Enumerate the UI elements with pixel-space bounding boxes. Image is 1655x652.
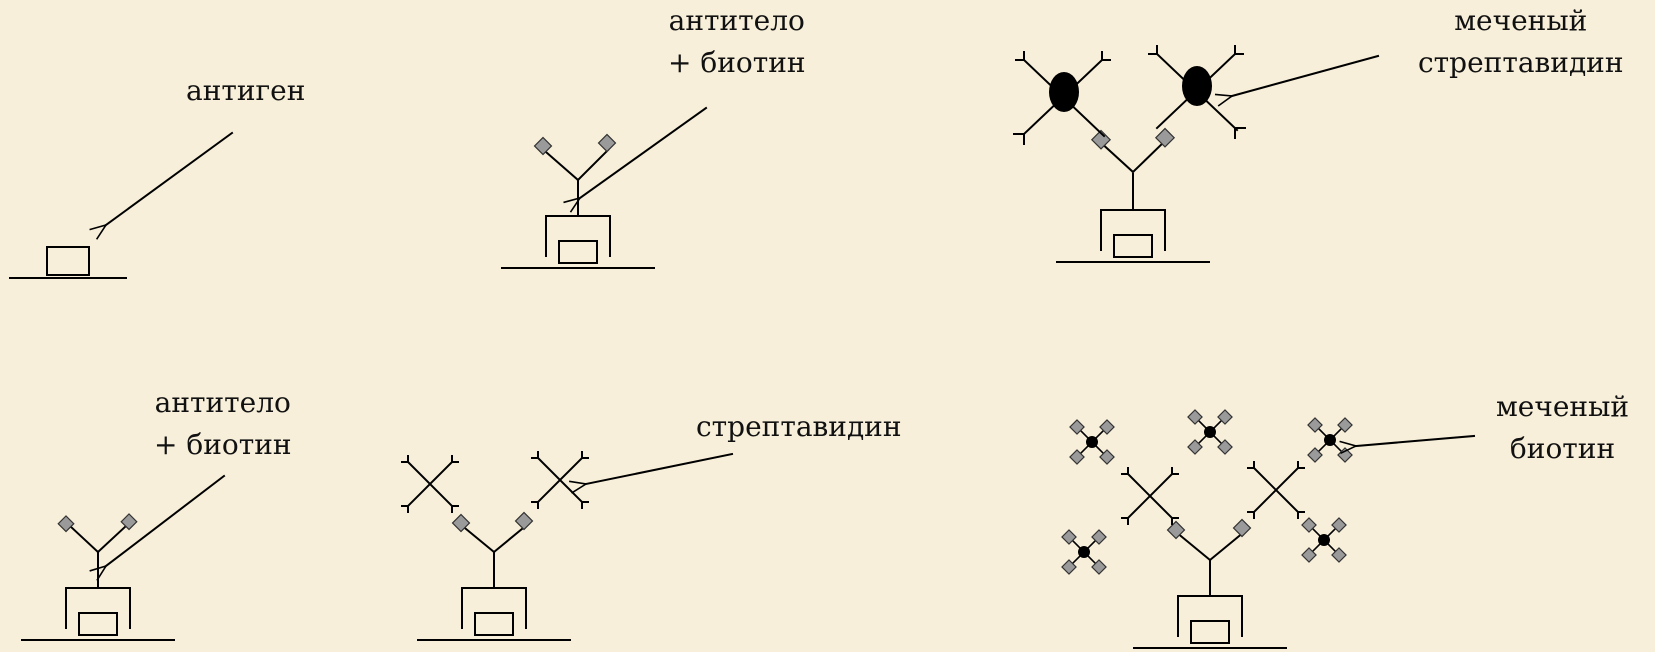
arrow bbox=[106, 131, 234, 225]
label-antibody-biotin-bottom: антитело + биотин bbox=[154, 382, 292, 466]
arrow bbox=[580, 106, 708, 198]
arrow bbox=[1356, 434, 1476, 446]
labeled-biotin-panel bbox=[1061, 409, 1476, 649]
antibody-biotin-panel-bottom bbox=[21, 474, 226, 641]
arrow bbox=[106, 474, 226, 566]
label-line-2: биотин bbox=[1509, 432, 1616, 465]
label-labeled-biotin: меченый биотин bbox=[1496, 386, 1629, 470]
label-line-2: + биотин bbox=[668, 46, 806, 79]
label-line-2: стрептавидин bbox=[1418, 46, 1624, 79]
label-streptavidin-text: стрептавидин bbox=[696, 410, 902, 443]
arrow bbox=[586, 452, 734, 484]
label-antigen-text: антиген bbox=[186, 74, 306, 107]
label-line-1: антитело bbox=[154, 386, 291, 419]
arrow bbox=[1232, 54, 1380, 96]
labeled-streptavidin-panel bbox=[1013, 45, 1380, 263]
label-line-1: антитело bbox=[668, 4, 805, 37]
antigen-panel bbox=[9, 131, 234, 279]
label-line-1: меченый bbox=[1496, 390, 1630, 423]
label-antibody-biotin-top: антитело + биотин bbox=[668, 0, 806, 84]
streptavidin-panel bbox=[401, 451, 734, 641]
label-line-2: + биотин bbox=[154, 428, 292, 461]
label-streptavidin: стрептавидин bbox=[696, 406, 902, 448]
label-line-1: меченый bbox=[1454, 4, 1588, 37]
label-antigen: антиген bbox=[186, 70, 305, 112]
label-labeled-streptavidin: меченый стрептавидин bbox=[1418, 0, 1624, 84]
antibody-biotin-panel-top bbox=[501, 106, 708, 269]
